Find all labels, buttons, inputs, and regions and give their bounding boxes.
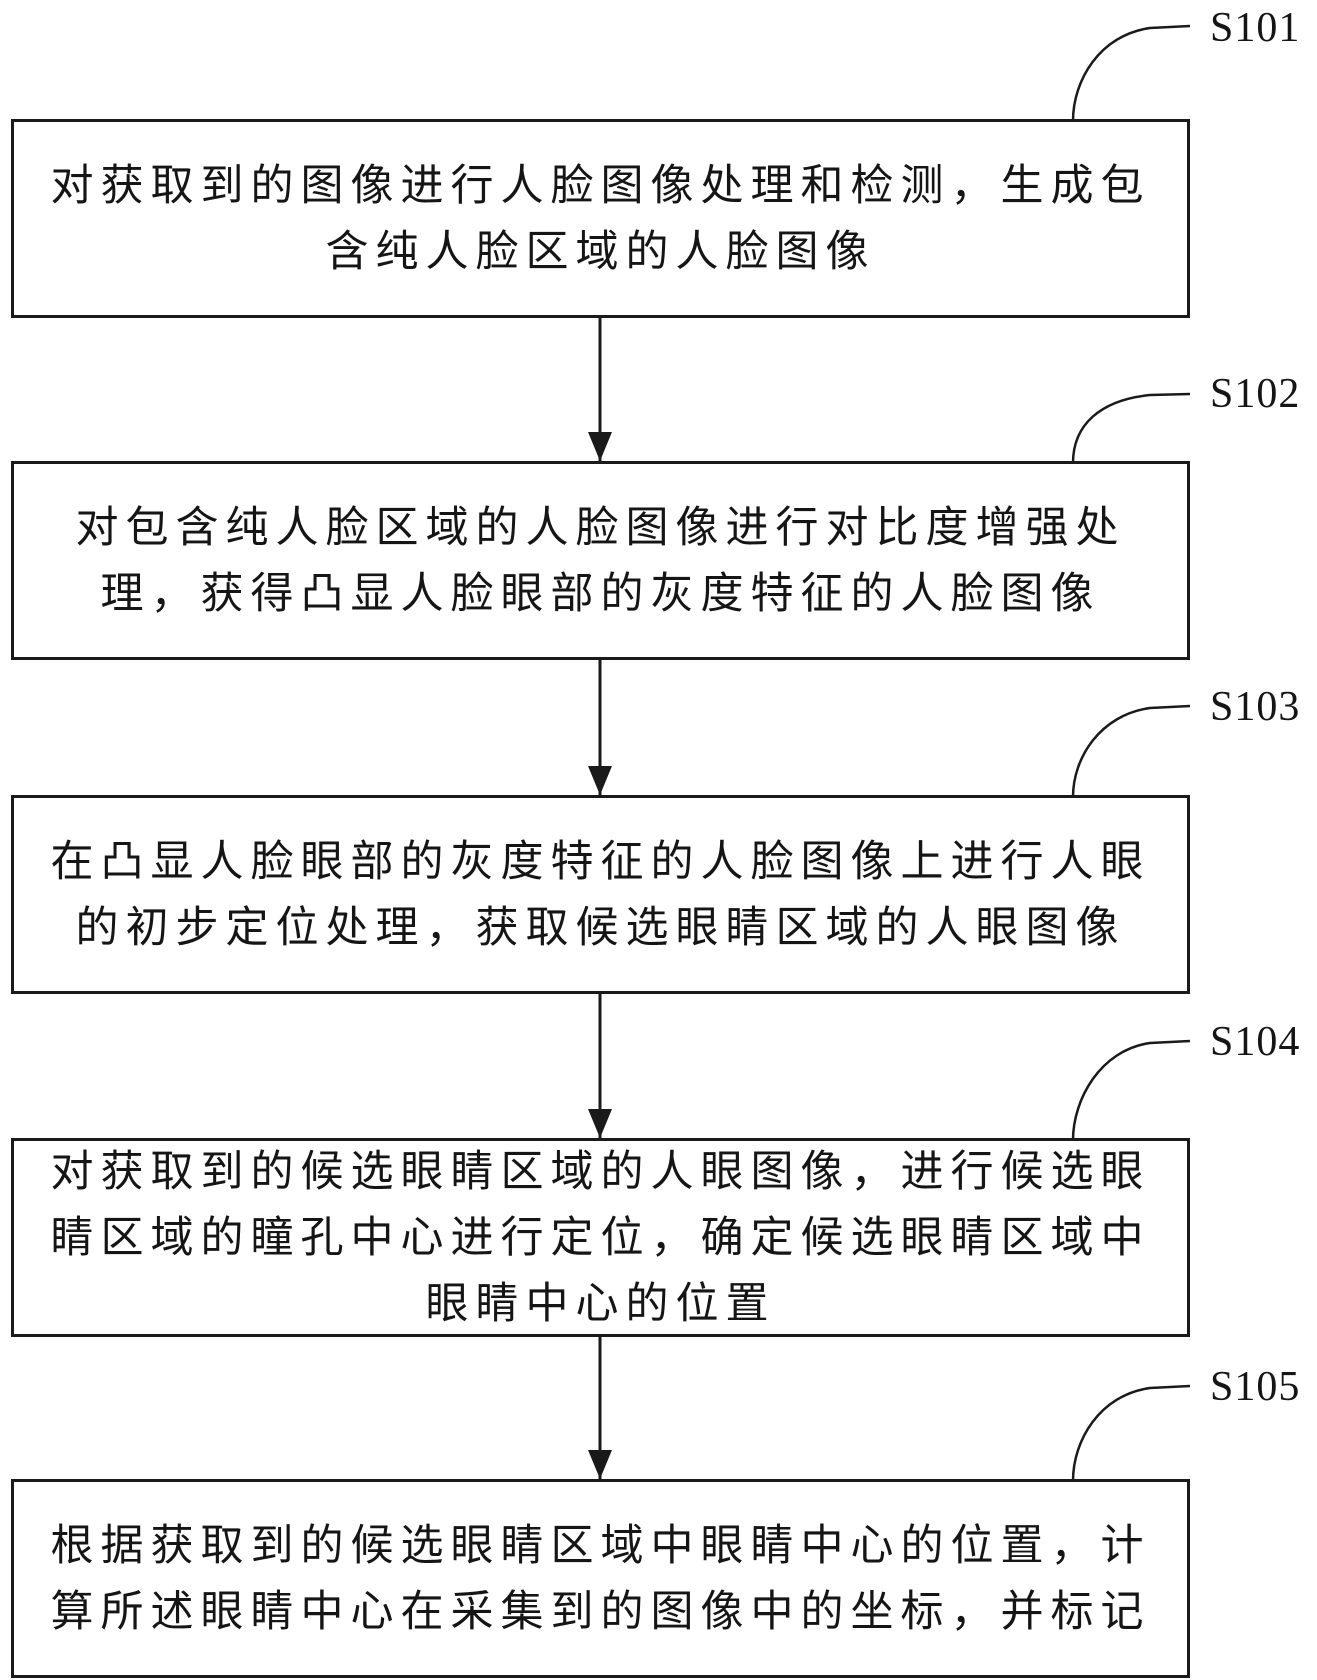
step-text-s105: 根据获取到的候选眼睛区域中眼睛中心的位置，计算所述眼睛中心在采集到的图像中的坐标…: [46, 1513, 1156, 1645]
step-label-s101: S101: [1210, 4, 1300, 52]
arrowhead-s102: [588, 432, 612, 461]
step-box-s105: 根据获取到的候选眼睛区域中眼睛中心的位置，计算所述眼睛中心在采集到的图像中的坐标…: [11, 1479, 1190, 1678]
leader-s101: [1073, 26, 1190, 121]
step-label-s104: S104: [1210, 1018, 1300, 1066]
leader-s102: [1073, 394, 1190, 463]
step-box-s104: 对获取到的候选眼睛区域的人眼图像，进行候选眼睛区域的瞳孔中心进行定位，确定候选眼…: [11, 1138, 1190, 1337]
arrowhead-s103: [588, 766, 612, 795]
arrowhead-s104: [588, 1109, 612, 1138]
step-box-s103: 在凸显人脸眼部的灰度特征的人脸图像上进行人眼的初步定位处理，获取候选眼睛区域的人…: [11, 795, 1190, 994]
step-label-s102: S102: [1210, 370, 1300, 418]
leader-s105: [1073, 1386, 1190, 1481]
step-label-s103: S103: [1210, 683, 1300, 731]
step-box-s101: 对获取到的图像进行人脸图像处理和检测，生成包含纯人脸区域的人脸图像: [11, 119, 1190, 318]
step-text-s102: 对包含纯人脸区域的人脸图像进行对比度增强处理，获得凸显人脸眼部的灰度特征的人脸图…: [46, 495, 1156, 627]
arrowhead-s105: [588, 1450, 612, 1479]
step-label-s105: S105: [1210, 1363, 1300, 1411]
step-text-s101: 对获取到的图像进行人脸图像处理和检测，生成包含纯人脸区域的人脸图像: [46, 153, 1156, 285]
leader-s103: [1073, 706, 1190, 797]
step-box-s102: 对包含纯人脸区域的人脸图像进行对比度增强处理，获得凸显人脸眼部的灰度特征的人脸图…: [11, 461, 1190, 660]
step-text-s103: 在凸显人脸眼部的灰度特征的人脸图像上进行人眼的初步定位处理，获取候选眼睛区域的人…: [46, 829, 1156, 961]
step-text-s104: 对获取到的候选眼睛区域的人眼图像，进行候选眼睛区域的瞳孔中心进行定位，确定候选眼…: [46, 1139, 1156, 1337]
leader-s104: [1073, 1041, 1190, 1140]
